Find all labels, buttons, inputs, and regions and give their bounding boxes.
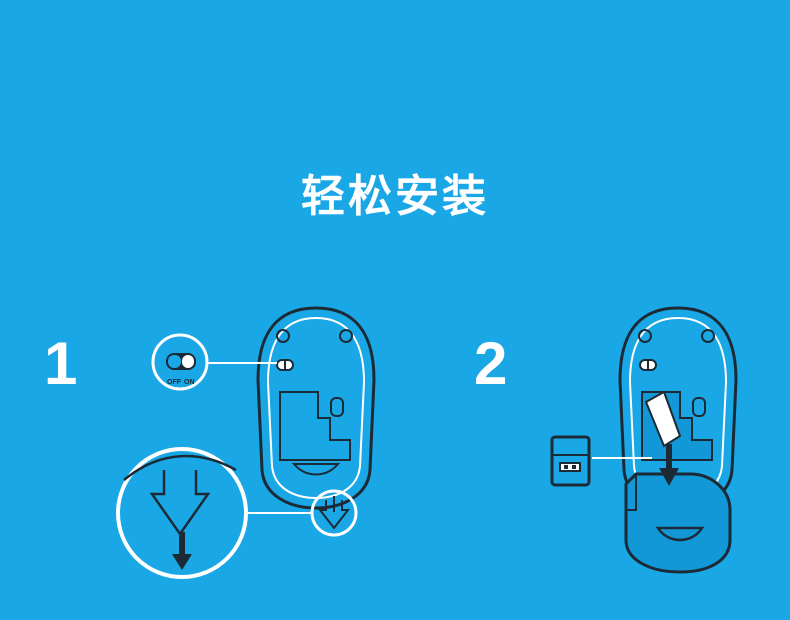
step-number-2: 2 bbox=[474, 330, 508, 397]
usb-receiver-icon bbox=[550, 435, 652, 487]
battery-cover-icon bbox=[624, 472, 732, 574]
power-switch-icon: OFF ON bbox=[151, 333, 277, 391]
switch-on-label: ON bbox=[184, 379, 195, 386]
insert-arrow-icon bbox=[659, 444, 679, 486]
page-title: 轻松安装 bbox=[301, 171, 489, 222]
down-arrow-icon bbox=[172, 532, 192, 570]
tab-magnified-callout bbox=[116, 447, 312, 579]
switch-off-label: OFF bbox=[167, 379, 182, 386]
battery-cover-tab-icon bbox=[310, 489, 358, 537]
step-number-1: 1 bbox=[44, 330, 78, 397]
step1-mouse-bottom-icon bbox=[256, 306, 376, 510]
